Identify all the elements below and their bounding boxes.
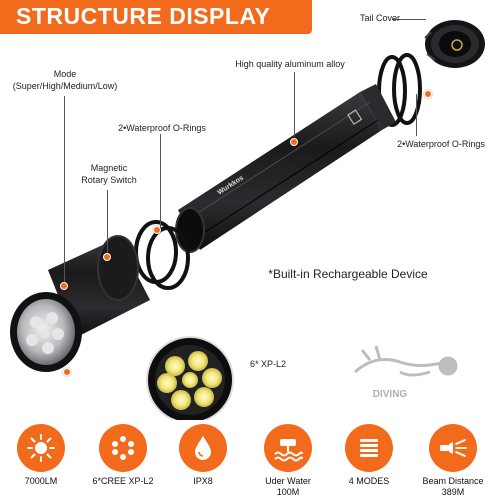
orings-right-line bbox=[416, 94, 417, 136]
flashlight-head bbox=[10, 235, 150, 372]
feature-row: 7000LM 6*CREE XP-L2 IPX8 bbox=[0, 420, 500, 500]
mode-label-line2: (Super/High/Medium/Low) bbox=[12, 81, 118, 91]
feature-lumens: 7000LM bbox=[6, 420, 76, 487]
title-banner: STRUCTURE DISPLAY bbox=[0, 0, 312, 34]
led-closeup bbox=[146, 336, 234, 420]
switch-label: Magnetic Rotary Switch bbox=[74, 162, 144, 186]
feature-leds-label: 6*CREE XP-L2 bbox=[92, 476, 154, 486]
orings-right-label: 2•Waterproof O-Rings bbox=[397, 139, 485, 149]
beam-icon bbox=[440, 439, 467, 457]
feature-modes-label: 4 MODES bbox=[348, 476, 390, 486]
feature-ipx8-label: IPX8 bbox=[193, 476, 213, 486]
sun-icon bbox=[27, 434, 55, 462]
feature-beam: Beam Distance 389M bbox=[418, 420, 488, 498]
led-dots-icon bbox=[112, 436, 134, 460]
tail-cover bbox=[424, 20, 485, 68]
mode-label-line1: Mode bbox=[53, 69, 77, 79]
aluminum-line bbox=[294, 72, 295, 137]
feature-leds: 6*CREE XP-L2 bbox=[88, 420, 158, 487]
feature-leds-circle bbox=[99, 424, 147, 472]
mode-line bbox=[64, 96, 65, 282]
feature-ipx8-circle bbox=[179, 424, 227, 472]
water-drop-icon bbox=[195, 436, 211, 460]
underwater-icon bbox=[274, 439, 303, 462]
feature-underwater: Uder Water 100M bbox=[253, 420, 323, 498]
feature-beam-label-line1: Beam Distance bbox=[422, 476, 484, 486]
feature-lumens-label: 7000LM bbox=[24, 476, 58, 486]
led-label: 6* XP-L2 bbox=[249, 359, 287, 369]
feature-modes-circle bbox=[345, 424, 393, 472]
banner-title: STRUCTURE DISPLAY bbox=[16, 3, 271, 29]
mode-label: Mode (Super/High/Medium/Low) bbox=[0, 68, 130, 92]
battery-tube bbox=[175, 84, 396, 253]
switch-label-line1: Magnetic bbox=[90, 163, 128, 173]
flashlight-exploded-view bbox=[10, 20, 485, 420]
feature-underwater-circle bbox=[264, 424, 312, 472]
feature-beam-label: Beam Distance 389M bbox=[418, 476, 488, 498]
switch-line bbox=[107, 190, 108, 254]
led-dot bbox=[63, 368, 71, 376]
feature-modes: 4 MODES bbox=[334, 420, 404, 487]
orings-right-dot bbox=[424, 90, 432, 98]
tail-cover-label: Tail Cover bbox=[359, 13, 400, 23]
diving-label: DIVING bbox=[372, 389, 408, 400]
feature-underwater-label-line2: 100M bbox=[276, 487, 300, 497]
mode-dot bbox=[60, 282, 68, 290]
tail-cover-line bbox=[392, 19, 426, 20]
diver-icon bbox=[353, 345, 458, 377]
switch-label-line2: Rotary Switch bbox=[81, 175, 137, 185]
feature-underwater-label: Uder Water 100M bbox=[253, 476, 323, 498]
orings-left-dot bbox=[153, 226, 161, 234]
orings-left-line bbox=[160, 134, 161, 228]
feature-beam-circle bbox=[429, 424, 477, 472]
switch-dot bbox=[103, 253, 111, 261]
oring-left bbox=[134, 220, 190, 290]
aluminum-dot bbox=[290, 138, 298, 146]
aluminum-label: High quality aluminum alloy bbox=[235, 59, 345, 69]
orings-left-label: 2•Waterproof O-Rings bbox=[118, 123, 206, 133]
feature-lumens-circle bbox=[17, 424, 65, 472]
rechargeable-label: *Built-in Rechargeable Device bbox=[268, 267, 428, 281]
modes-bars-icon bbox=[360, 439, 378, 457]
feature-ipx8: IPX8 bbox=[168, 420, 238, 487]
feature-beam-label-line2: 389M bbox=[441, 487, 465, 497]
feature-underwater-label-line1: Uder Water bbox=[265, 476, 311, 486]
